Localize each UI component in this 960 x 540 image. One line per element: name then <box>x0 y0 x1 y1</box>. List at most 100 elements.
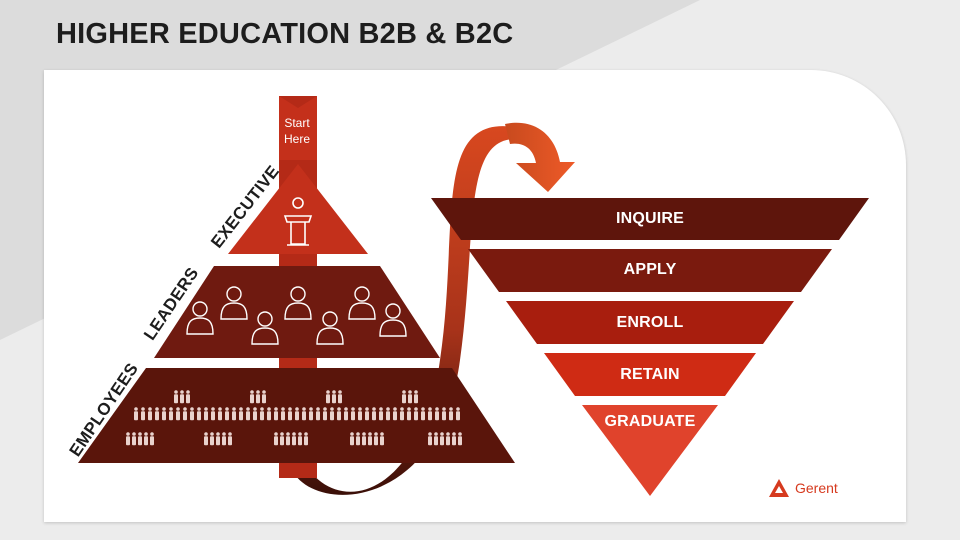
funnel-stage-apply <box>468 249 832 292</box>
leader-person-icon <box>348 286 376 320</box>
employee-person-icon <box>330 407 334 421</box>
leader-person-icon <box>284 286 312 320</box>
employee-person-icon <box>358 407 362 421</box>
employee-person-icon <box>162 407 166 421</box>
employee-person-icon <box>246 407 250 421</box>
employee-person-icon <box>222 432 226 446</box>
leader-person-icon <box>220 286 248 320</box>
employee-person-icon <box>295 407 299 421</box>
employee-person-icon <box>407 407 411 421</box>
podium-icon <box>283 197 313 246</box>
employee-person-icon <box>309 407 313 421</box>
employee-person-icon <box>204 432 208 446</box>
employee-person-icon <box>210 432 214 446</box>
employee-person-icon <box>280 432 284 446</box>
funnel-label-inquire: INQUIRE <box>615 210 685 227</box>
employee-person-icon <box>414 407 418 421</box>
employee-person-icon <box>180 390 184 404</box>
employee-person-icon <box>356 432 360 446</box>
funnel-label-graduate: GRADUATE <box>604 413 696 430</box>
employee-person-icon <box>155 407 159 421</box>
employee-person-icon <box>250 390 254 404</box>
employee-person-icon <box>292 432 296 446</box>
employee-person-icon <box>190 407 194 421</box>
employee-person-icon <box>150 432 154 446</box>
employee-person-icon <box>197 407 201 421</box>
employee-person-icon <box>434 432 438 446</box>
logo-text: Gerent <box>795 480 838 496</box>
funnel-stage-inquire <box>431 198 869 240</box>
employee-person-icon <box>337 407 341 421</box>
employee-person-icon <box>421 407 425 421</box>
employee-person-icon <box>316 407 320 421</box>
employee-person-icon <box>326 390 330 404</box>
employee-person-icon <box>169 407 173 421</box>
employee-person-icon <box>256 390 260 404</box>
employee-person-icon <box>134 407 138 421</box>
funnel-label-apply: APPLY <box>623 261 677 278</box>
employee-person-icon <box>428 432 432 446</box>
tier-executive <box>228 164 368 254</box>
funnel-stage-graduate <box>582 405 718 496</box>
leader-person-icon <box>316 311 344 345</box>
employee-person-icon <box>449 407 453 421</box>
employee-person-icon <box>274 432 278 446</box>
employee-person-icon <box>456 407 460 421</box>
funnel-stage-enroll <box>506 301 794 344</box>
tier-leaders <box>154 266 440 358</box>
employee-person-icon <box>186 390 190 404</box>
crowd-icon <box>126 390 462 446</box>
employee-person-icon <box>380 432 384 446</box>
employee-person-icon <box>239 407 243 421</box>
employee-person-icon <box>228 432 232 446</box>
employee-person-icon <box>435 407 439 421</box>
employee-person-icon <box>365 407 369 421</box>
employee-person-icon <box>138 432 142 446</box>
flow-arrow <box>292 122 575 495</box>
employee-person-icon <box>372 407 376 421</box>
employee-person-icon <box>176 407 180 421</box>
employee-person-icon <box>148 407 152 421</box>
employee-person-icon <box>267 407 271 421</box>
funnel-stage-retain <box>544 353 756 396</box>
start-here-label: Start Here <box>283 116 310 146</box>
employee-person-icon <box>374 432 378 446</box>
employee-person-icon <box>298 432 302 446</box>
employee-person-icon <box>286 432 290 446</box>
employee-person-icon <box>211 407 215 421</box>
employee-person-icon <box>204 407 208 421</box>
employee-person-icon <box>332 390 336 404</box>
employee-person-icon <box>351 407 355 421</box>
employee-person-icon <box>183 407 187 421</box>
funnel-label-retain: RETAIN <box>620 366 680 383</box>
employee-person-icon <box>262 390 266 404</box>
leader-person-icon <box>251 311 279 345</box>
employee-person-icon <box>304 432 308 446</box>
employee-person-icon <box>386 407 390 421</box>
employee-person-icon <box>428 407 432 421</box>
employee-person-icon <box>302 407 306 421</box>
funnel-label-enroll: ENROLL <box>616 314 684 331</box>
employee-person-icon <box>446 432 450 446</box>
employee-person-icon <box>442 407 446 421</box>
employee-person-icon <box>218 407 222 421</box>
company-logo: Gerent <box>768 478 838 498</box>
leader-person-icon <box>379 303 407 337</box>
employee-person-icon <box>452 432 456 446</box>
leader-person-icon <box>186 301 214 335</box>
employee-person-icon <box>402 390 406 404</box>
employee-person-icon <box>225 407 229 421</box>
employee-person-icon <box>132 432 136 446</box>
employee-person-icon <box>174 390 178 404</box>
employee-person-icon <box>338 390 342 404</box>
employee-person-icon <box>281 407 285 421</box>
employee-person-icon <box>408 390 412 404</box>
employee-person-icon <box>379 407 383 421</box>
employee-person-icon <box>253 407 257 421</box>
employee-person-icon <box>216 432 220 446</box>
employee-person-icon <box>260 407 264 421</box>
funnel <box>431 198 869 496</box>
employee-person-icon <box>141 407 145 421</box>
employee-person-icon <box>368 432 372 446</box>
